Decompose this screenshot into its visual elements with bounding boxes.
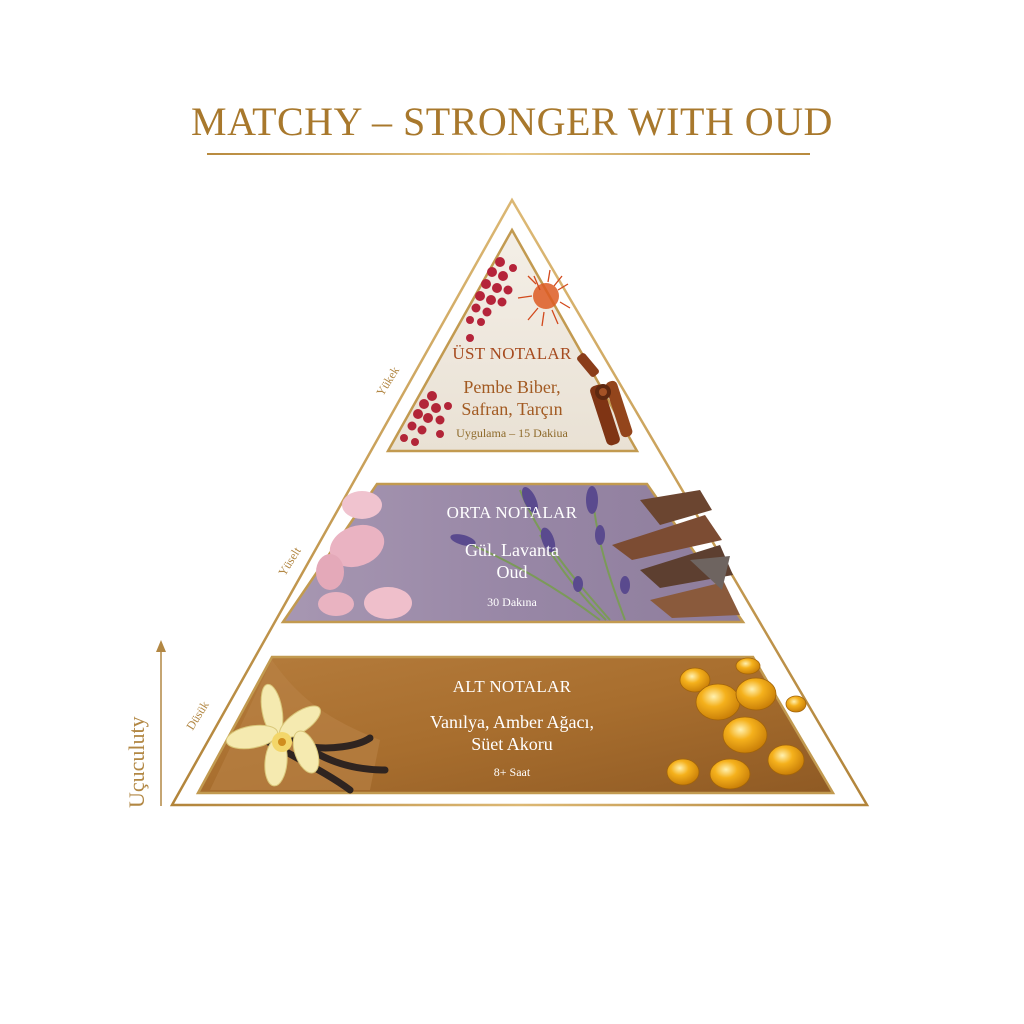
bottom-tier-duration: 8+ Saat — [493, 765, 531, 779]
title-divider — [207, 153, 810, 155]
middle-tier-notes-line2: Oud — [496, 562, 528, 582]
bottom-tier-panel — [195, 655, 836, 795]
saffron-icon — [517, 269, 571, 327]
page-title: MATCHY – STRONGER WITH OUD — [191, 99, 833, 144]
lavender-icon — [450, 486, 630, 621]
bottom-tier-heading: ALT NOTALAR — [452, 677, 572, 696]
top-tier-notes-line2: Safran, Tarçın — [461, 399, 563, 419]
pink-pepper-icon — [400, 391, 452, 446]
middle-tier-duration: 30 Dakına — [487, 595, 537, 609]
amber-stones-icon — [666, 657, 807, 790]
top-tier-heading: ÜST NOTALAR — [452, 344, 572, 363]
rose-petals-icon — [316, 491, 412, 619]
arrow-up-icon — [156, 640, 166, 652]
vanilla-flower-icon — [225, 683, 321, 787]
middle-tier-heading: ORTA NOTALAR — [446, 503, 578, 522]
volatility-axis — [156, 640, 166, 806]
volatility-axis-label: Uçuculuty — [124, 716, 149, 808]
bottom-tier-notes: Vanılya, Amber Ağacı, Süet Akoru — [392, 711, 632, 755]
top-tier-notes-line1: Pembe Biber, — [463, 377, 561, 397]
pink-pepper-icon — [466, 257, 517, 342]
cinnamon-icon — [577, 353, 633, 446]
middle-tier-notes: Gül. Lavanta Oud — [412, 539, 612, 583]
oud-wood-icon — [612, 490, 740, 618]
bottom-tier-notes-line2: Süet Akoru — [471, 734, 553, 754]
bottom-tier-notes-line1: Vanılya, Amber Ağacı, — [430, 712, 594, 732]
top-tier-duration: Uygulama – 15 Dakiua — [456, 426, 568, 440]
bottom-tier-text: ALT NOTALAR Vanılya, Amber Ağacı, Süet A… — [392, 677, 632, 780]
top-tier-panel — [385, 227, 640, 453]
middle-tier-panel — [280, 482, 746, 624]
top-tier-notes: Pembe Biber, Safran, Tarçın — [412, 376, 612, 420]
middle-tier-text: ORTA NOTALAR Gül. Lavanta Oud 30 Dakına — [412, 503, 612, 610]
middle-tier-notes-line1: Gül. Lavanta — [465, 540, 559, 560]
top-tier-text: ÜST NOTALAR Pembe Biber, Safran, Tarçın … — [412, 344, 612, 441]
